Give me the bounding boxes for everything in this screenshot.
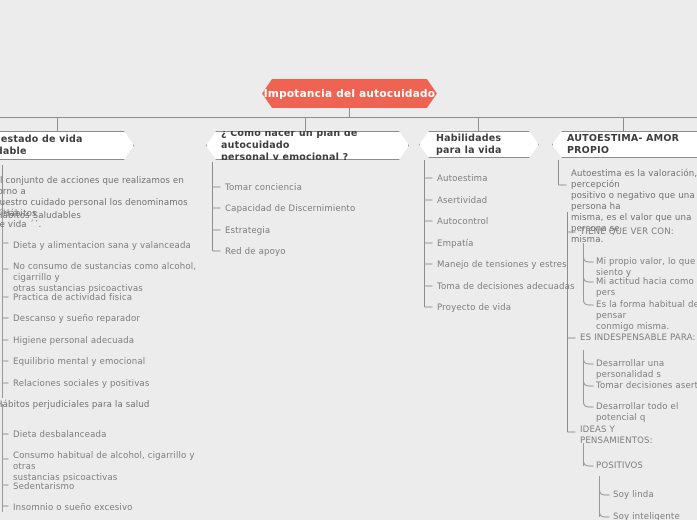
list-item[interactable]: Insomnio o sueño excesivo (13, 503, 133, 513)
list-item[interactable]: Red de apoyo (225, 247, 286, 257)
branch-header-label: AUTOESTIMA- AMOR PROPIO (567, 132, 680, 156)
list-item[interactable]: Tomar conciencia (225, 183, 303, 193)
list-item[interactable]: Proyecto de vida (437, 303, 512, 313)
list-item[interactable]: Equilibrio mental y emocional (13, 357, 146, 367)
list-item[interactable]: Capacidad de Discernimiento (225, 204, 356, 214)
list-item[interactable]: No consumo de sustancias como alcohol, c… (13, 262, 197, 294)
branch-header-label: n un estado de vida saludable (0, 133, 83, 157)
list-item[interactable]: Relaciones sociales y positivas (13, 379, 150, 389)
list-item[interactable]: Toma de decisiones adecuadas (437, 282, 575, 292)
list-item[interactable]: Autoestima (437, 174, 488, 184)
subgroup-title-positivos: POSITIVOS (596, 461, 644, 471)
list-item[interactable]: Descanso y sueño reparador (13, 314, 141, 324)
list-item[interactable]: Consumo habitual de alcohol, cigarrillo … (13, 451, 195, 483)
root-node[interactable]: Impotancia del autocuidado (262, 79, 437, 108)
list-item[interactable]: Desarrollar una personalidad s (596, 359, 668, 380)
list-item[interactable]: Tomar decisiones asertivas (596, 381, 697, 391)
list-item[interactable]: Sedentarismo (13, 482, 75, 492)
list-item[interactable]: Es la forma habitual de pensar conmigo m… (596, 300, 697, 332)
list-item[interactable]: Empatía (437, 239, 474, 249)
branch-header-habilidades[interactable]: Habilidades para la vida (419, 131, 539, 158)
list-item[interactable]: Mi actitud hacia como mi pers (596, 277, 697, 298)
group-title-habitos-perjudiciales: Hábitos perjudiciales para la salud (0, 400, 150, 410)
branch-header-vida-saludable[interactable]: n un estado de vida saludable (0, 131, 134, 160)
group-title-ideas-y-pensamientos: IDEAS Y PENSAMIENTOS: (580, 425, 653, 446)
branch-intro-autoestima: Autoestima es la valoración, percepción … (571, 169, 697, 245)
list-item[interactable]: Desarrollar todo el potencial q (596, 402, 682, 423)
group-title-habitos-saludables: Hábitos Saludables (0, 211, 81, 221)
branch-intro-vida-saludable: Al conjunto de acciones que realizamos e… (0, 176, 188, 230)
list-item[interactable]: Higiene personal adecuada (13, 336, 135, 346)
list-item[interactable]: Estrategia (225, 226, 271, 236)
list-item[interactable]: Dieta desbalanceada (13, 430, 107, 440)
list-item[interactable]: Soy inteligente (613, 512, 680, 520)
group-title-es-indespensable-para: ES INDESPENSABLE PARA: (580, 333, 696, 343)
branch-header-label: ¿ Como hacer un plan de autocuidado pers… (221, 127, 358, 163)
root-node-label: Impotancia del autocuidado (263, 87, 436, 100)
branch-header-label: Habilidades para la vida (436, 132, 502, 156)
list-item[interactable]: Autocontrol (437, 217, 489, 227)
list-item[interactable]: Dieta y alimentacion sana y valanceada (13, 241, 191, 251)
group-title-tiene-que-ver-con: TIENE QUE VER CON: (580, 227, 674, 237)
list-item[interactable]: Mi propio valor, lo que siento y (596, 257, 696, 278)
list-item[interactable]: Soy linda (613, 490, 654, 500)
branch-header-autoestima[interactable]: AUTOESTIMA- AMOR PROPIO (552, 131, 697, 158)
list-item[interactable]: Asertividad (437, 196, 488, 206)
list-item[interactable]: Manejo de tensiones y estres (437, 260, 567, 270)
list-item[interactable]: Practica de actividad fisica (13, 293, 133, 303)
branch-header-plan-autocuidado[interactable]: ¿ Como hacer un plan de autocuidado pers… (206, 131, 409, 160)
